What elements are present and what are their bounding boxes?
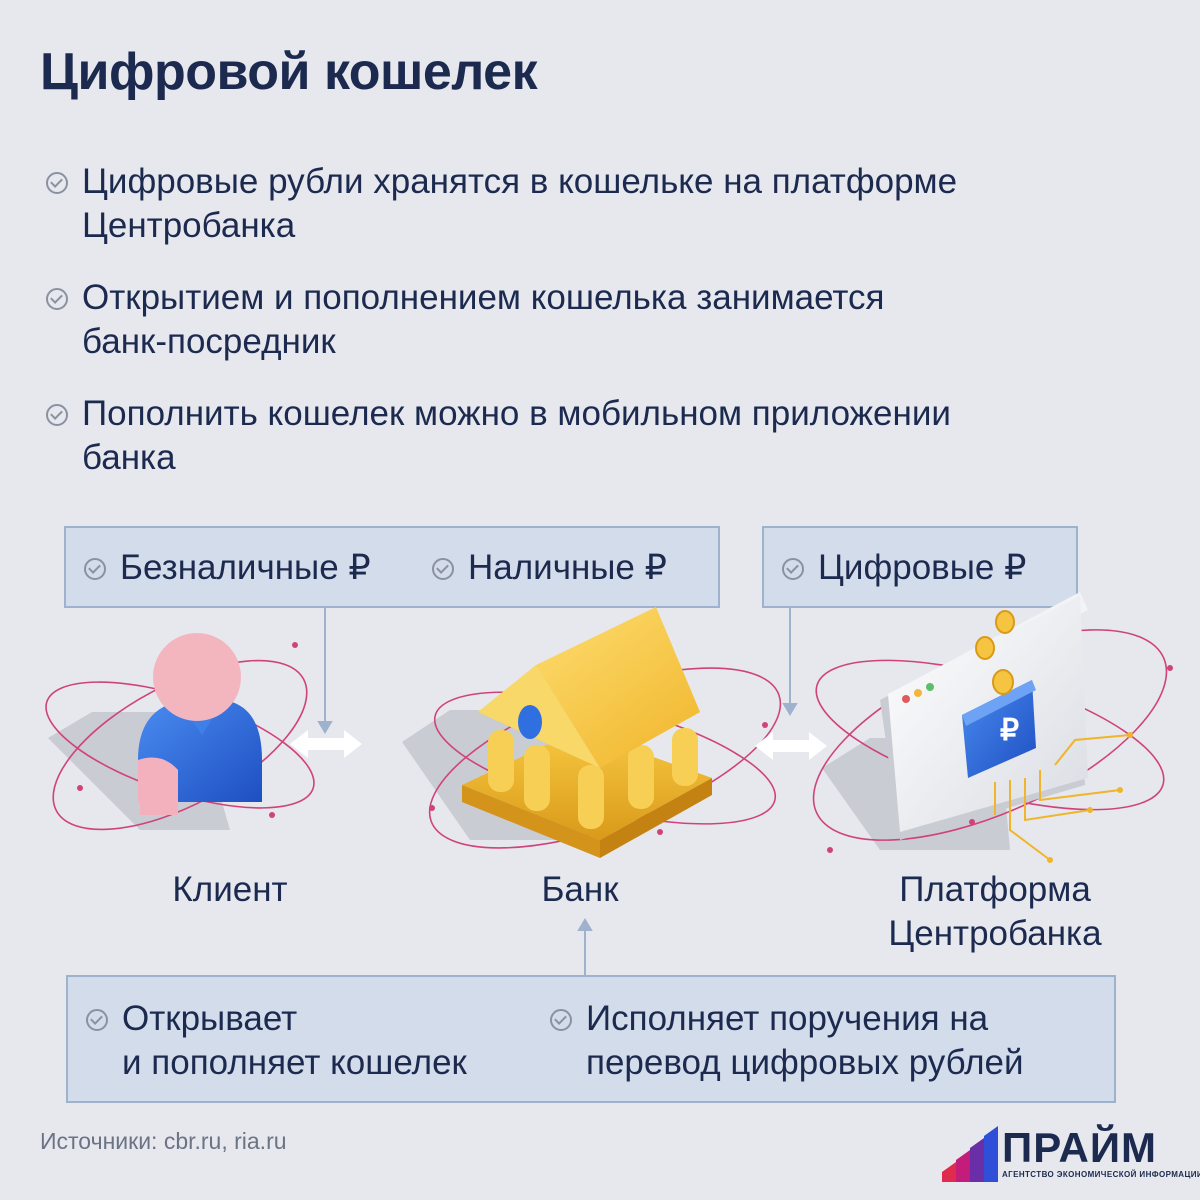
check-circle-icon: [86, 1009, 108, 1031]
ruble-icon: ₽: [1000, 714, 1019, 747]
check-circle-icon: [46, 172, 68, 194]
person-icon: [138, 633, 262, 815]
tag-cash: Наличные ₽: [432, 548, 667, 588]
bullet-line: Пополнить кошелек можно в мобильном прил…: [82, 394, 951, 433]
node-label-client: Клиент: [172, 870, 288, 909]
tag-digital: Цифровые ₽: [782, 548, 1026, 588]
digital-money-panel: [762, 526, 1078, 608]
bank-icon: [462, 607, 712, 858]
check-circle-icon: [84, 558, 106, 580]
bullet-item: Пополнить кошелек можно в мобильном прил…: [40, 392, 1160, 480]
bullet-item: Цифровые рубли хранятся в кошельке на пл…: [40, 160, 1160, 248]
bullet-line: Центробанка: [82, 206, 296, 245]
connector-lines: [317, 608, 798, 975]
coin-icon: [975, 610, 1015, 695]
check-circle-icon: [46, 288, 68, 310]
logo-mark-icon: [942, 1126, 998, 1182]
logo-subtitle: АГЕНТСТВО ЭКОНОМИЧЕСКОЙ ИНФОРМАЦИИ: [1002, 1170, 1200, 1179]
check-circle-icon: [550, 1009, 572, 1031]
wallet-platform-icon: ₽: [880, 592, 1133, 863]
bank-function-execute: Исполняет поручения на перевод цифровых …: [550, 997, 1024, 1085]
node-label-platform: Платформа Центробанка: [888, 870, 1102, 953]
check-circle-icon: [46, 404, 68, 426]
bullet-line: банка: [82, 438, 176, 477]
check-circle-icon: [432, 558, 454, 580]
bullet-line: Открытием и пополнением кошелька занимае…: [82, 278, 885, 317]
prime-logo: ПРАЙМ АГЕНТСТВО ЭКОНОМИЧЕСКОЙ ИНФОРМАЦИИ: [940, 1122, 1200, 1182]
node-label-bank: Банк: [541, 870, 619, 909]
bank-functions-panel: [66, 975, 1116, 1103]
logo-wordmark: ПРАЙМ: [1002, 1124, 1158, 1171]
bullet-item: Открытием и пополнением кошелька занимае…: [40, 276, 1160, 364]
page-title: Цифровой кошелек: [40, 43, 538, 101]
bank-function-open: Открывает и пополняет кошелек: [86, 997, 467, 1085]
bullet-list: Цифровые рубли хранятся в кошельке на пл…: [40, 160, 1160, 508]
bullet-line: Цифровые рубли хранятся в кошельке на пл…: [82, 162, 958, 201]
check-circle-icon: [782, 558, 804, 580]
bullet-line: банк-посредник: [82, 322, 336, 361]
double-arrow-icon: [290, 730, 362, 758]
money-types-panel: [64, 526, 720, 608]
sources-footnote: Источники: cbr.ru, ria.ru: [40, 1128, 287, 1154]
orbit-dots: [77, 642, 1173, 853]
tag-cashless: Безналичные ₽: [84, 548, 371, 588]
double-arrow-icon: [755, 732, 827, 760]
